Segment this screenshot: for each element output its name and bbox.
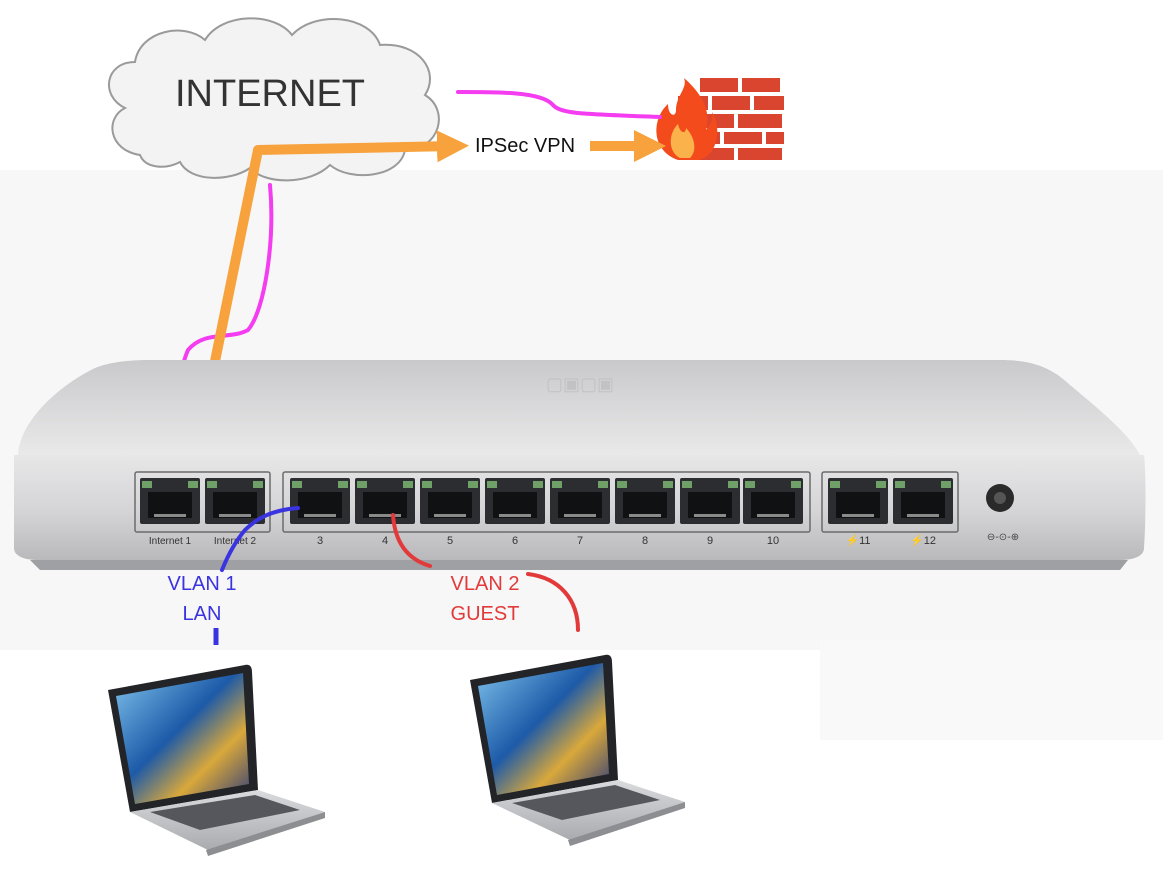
ethernet-port-5 [420, 478, 480, 524]
laptop-icon [470, 654, 685, 846]
port-label-1: Internet 1 [149, 536, 192, 547]
ethernet-port-9 [680, 478, 740, 524]
router-logo-emboss: ▢▣▢▣ [546, 374, 614, 394]
port-label-4: 4 [382, 535, 388, 547]
ethernet-port-3 [290, 478, 350, 524]
port-label-8: 8 [642, 535, 648, 547]
ethernet-port-11 [828, 478, 888, 524]
ethernet-port-12 [893, 478, 953, 524]
vlan2-sublabel: GUEST [451, 603, 520, 625]
port-label-6: 6 [512, 535, 518, 547]
port-label-12: ⚡12 [910, 534, 936, 547]
power-jack-icon: ⊖-⊙-⊕ [986, 484, 1019, 543]
port-label-5: 5 [447, 535, 453, 547]
port-label-3: 3 [317, 535, 323, 547]
svg-text:⊖-⊙-⊕: ⊖-⊙-⊕ [987, 532, 1019, 543]
vlan1-cable [213, 506, 300, 645]
port-label-7: 7 [577, 535, 583, 547]
ethernet-port-1 [140, 478, 200, 524]
vlan1-sublabel: LAN [183, 603, 222, 625]
laptop-icon [108, 664, 325, 856]
vpn-label: IPSec VPN [475, 135, 575, 157]
ethernet-port-4 [355, 478, 415, 524]
ethernet-port-8 [615, 478, 675, 524]
ethernet-port-10 [743, 478, 803, 524]
port-label-9: 9 [707, 535, 713, 547]
port-label-10: 10 [767, 535, 779, 547]
ethernet-port-6 [485, 478, 545, 524]
ethernet-port-7 [550, 478, 610, 524]
firewall-icon [656, 78, 784, 160]
ethernet-port-2 [205, 478, 265, 524]
vlan1-label: VLAN 1 [168, 573, 237, 595]
photo-background-patch [820, 640, 1163, 740]
vlan2-label: VLAN 2 [451, 573, 520, 595]
cloud-label: INTERNET [175, 73, 365, 115]
vlan2-cable [391, 513, 580, 632]
port-label-11: ⚡11 [845, 534, 870, 547]
